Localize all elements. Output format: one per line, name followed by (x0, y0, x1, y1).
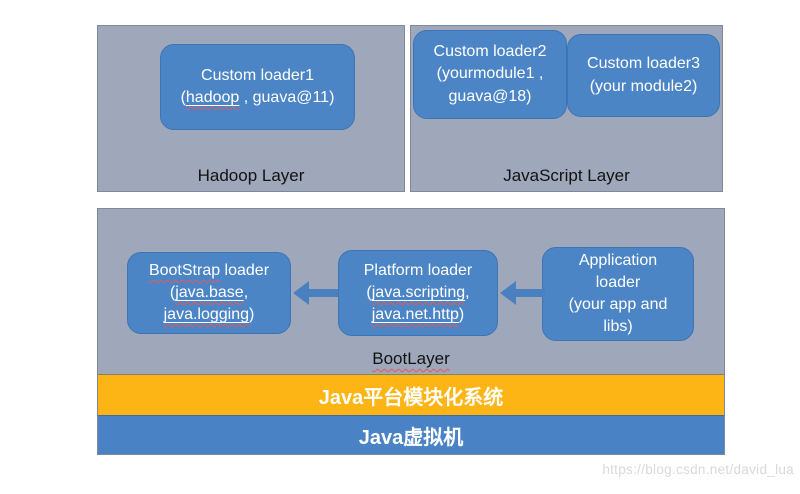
custom-loader3-box: Custom loader3 (your module2) (567, 34, 720, 117)
text-run: java.scripting (371, 283, 466, 301)
text-line: (your app and (569, 294, 668, 316)
text-run: (your module2) (589, 77, 698, 95)
text-run: , guava@11) (239, 89, 335, 106)
jvm-bar: Java虚拟机 (98, 415, 724, 454)
text-run: loader (595, 273, 641, 291)
text-line: (hadoop , guava@11) (181, 87, 335, 109)
text-line: Custom loader3 (587, 53, 700, 75)
text-run: hadoop (185, 89, 240, 106)
text-run: , (243, 283, 249, 301)
text-run: loader (220, 261, 270, 279)
text-line: guava@18) (449, 86, 532, 108)
platform-loader-box: Platform loader(java.scripting,java.net.… (338, 250, 498, 336)
text-line: Custom loader2 (434, 41, 547, 63)
boot-layer-gray-area: BootStrap loader(java.base,java.logging)… (98, 209, 724, 374)
application-loader-box: Application loader (your app and libs) (542, 247, 694, 341)
jvm-label: Java虚拟机 (358, 426, 464, 449)
java-module-system-label: Java平台模块化系统 (318, 386, 504, 409)
text-run: Custom loader2 (433, 43, 547, 61)
text-run: ( (169, 283, 176, 301)
text-line: java.net.http) (372, 304, 465, 326)
text-line: BootStrap loader (149, 260, 269, 282)
text-line: Custom loader1 (201, 65, 314, 87)
text-run: Application (578, 251, 658, 269)
boot-layer-label: BootLayer (98, 349, 724, 369)
text-line: Application (579, 250, 657, 272)
text-line: Platform loader (364, 260, 473, 282)
text-run: ( (180, 89, 186, 106)
custom-loader1-box: Custom loader1 (hadoop , guava@11) (160, 44, 355, 130)
bootstrap-loader-box: BootStrap loader(java.base,java.logging) (127, 252, 291, 334)
boot-layer-panel: BootStrap loader(java.base,java.logging)… (97, 208, 725, 455)
text-run: ) (458, 306, 465, 324)
text-run: (your app and (568, 296, 668, 313)
text-run: java.logging (163, 306, 250, 324)
text-run: ) (249, 306, 255, 324)
text-run: Platform loader (363, 261, 473, 279)
text-line: (java.scripting, (366, 282, 469, 304)
custom-loader2-box: Custom loader2 (yourmodule1 , guava@18) (413, 30, 567, 119)
javascript-layer-panel: Custom loader2 (yourmodule1 , guava@18) Cu… (410, 25, 723, 192)
text-line: libs) (603, 316, 632, 338)
java-module-system-bar: Java平台模块化系统 (98, 374, 724, 415)
text-line: loader (596, 272, 640, 294)
text-line: (your module2) (590, 76, 698, 98)
text-run: , (465, 283, 470, 301)
hadoop-layer-panel: Custom loader1 (hadoop , guava@11) Hadoop… (97, 25, 405, 192)
hadoop-layer-label: Hadoop Layer (197, 166, 305, 185)
text-run: (yourmodule1 , (436, 65, 544, 83)
text-run: ( (366, 283, 372, 301)
text-run: BootStrap (148, 261, 221, 279)
javascript-layer-label: JavaScript Layer (503, 166, 630, 185)
boot-layer-label-text: BootLayer (372, 349, 450, 368)
text-line: java.logging) (164, 304, 255, 326)
text-run: guava@18) (448, 87, 532, 105)
text-run: libs) (603, 318, 633, 336)
text-run: java.net.http (371, 306, 459, 324)
left-arrow-icon (499, 280, 545, 311)
text-line: (yourmodule1 , (437, 63, 544, 85)
text-run: java.base (175, 283, 244, 301)
text-line: (java.base, (170, 282, 248, 304)
left-arrow-icon (292, 280, 338, 311)
watermark: https://blog.csdn.net/david_lua (602, 462, 794, 477)
text-run: Custom loader1 (201, 66, 314, 84)
text-run: Custom loader3 (587, 55, 700, 73)
